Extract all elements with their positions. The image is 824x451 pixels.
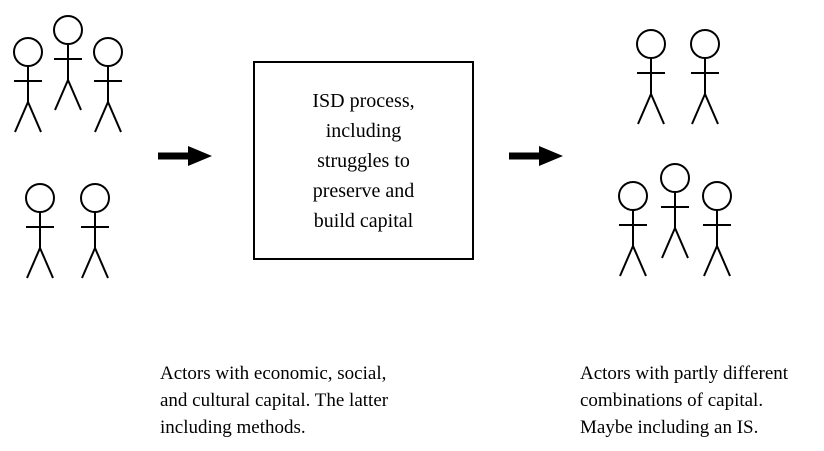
process-box-line: including xyxy=(325,119,402,142)
process-box-line: struggles to xyxy=(317,149,410,172)
stick-figure-icon xyxy=(618,181,648,277)
stick-figure-icon xyxy=(636,29,666,125)
stick-figure-icon xyxy=(13,37,43,133)
caption-line: and cultural capital. The latter xyxy=(160,390,389,411)
process-box-line: preserve and xyxy=(312,179,415,202)
stick-figures xyxy=(13,15,732,279)
caption-line: Actors with economic, social, xyxy=(160,363,387,384)
stick-figure-icon xyxy=(690,29,720,125)
process-box-line: build capital xyxy=(313,209,414,232)
left-actors-caption: Actors with economic, social, and cultur… xyxy=(160,360,388,441)
arrow-right-icon xyxy=(158,146,212,166)
isd-process-box: ISD process, including struggles to pres… xyxy=(253,61,474,260)
stick-figure-icon xyxy=(93,37,123,133)
arrow-right-icon xyxy=(509,146,563,166)
caption-line: combinations of capital. xyxy=(580,390,764,411)
stick-figure-icon xyxy=(80,183,110,279)
caption-line: Maybe including an IS. xyxy=(580,417,759,438)
right-actors-caption: Actors with partly different combination… xyxy=(580,360,788,441)
stick-figure-icon xyxy=(25,183,55,279)
process-box-line: ISD process, xyxy=(312,89,415,112)
stick-figure-icon xyxy=(660,163,690,259)
stick-figure-icon xyxy=(53,15,83,111)
stick-figure-icon xyxy=(702,181,732,277)
caption-line: including methods. xyxy=(160,417,306,438)
caption-line: Actors with partly different xyxy=(580,363,789,384)
